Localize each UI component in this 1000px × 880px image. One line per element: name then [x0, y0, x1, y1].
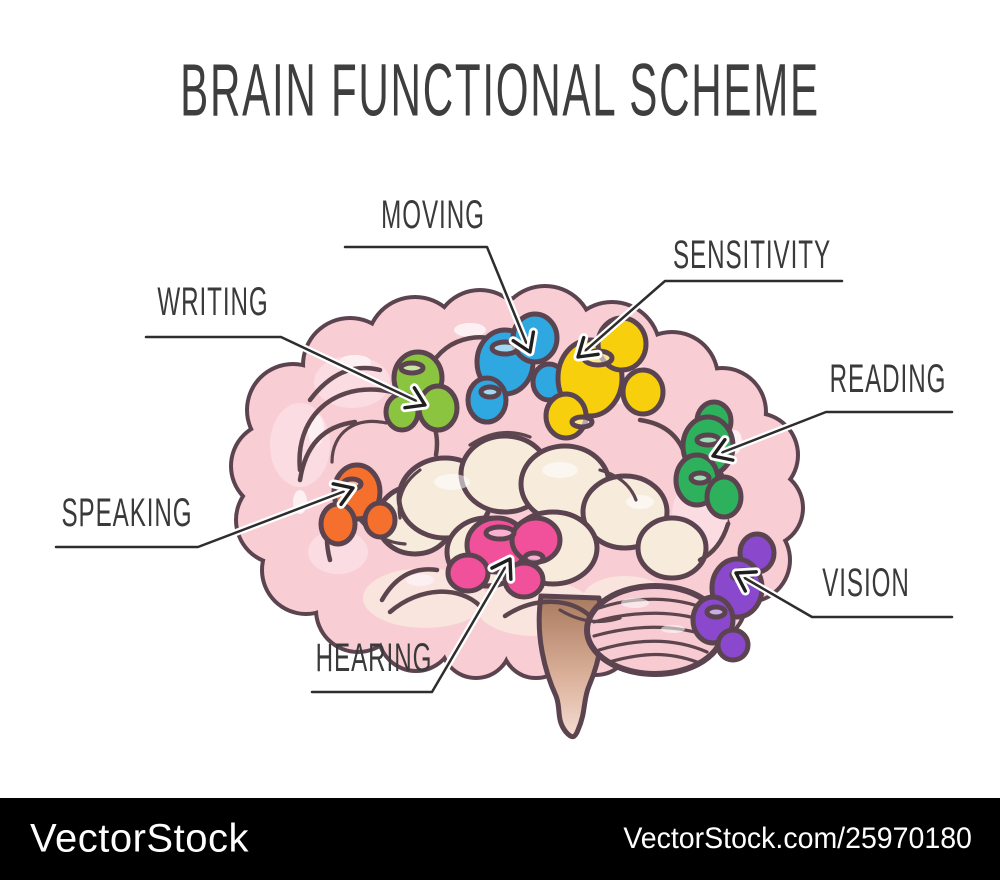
arrow-hearing [310, 554, 516, 696]
label-vision: VISION [822, 558, 910, 606]
label-speaking: SPEAKING [61, 488, 193, 536]
region-reading [673, 399, 744, 520]
arrow-speaking [54, 479, 358, 551]
region-hearing [445, 515, 563, 600]
watermark-bar: VectorStock VectorStock.com/25970180 [0, 798, 1000, 880]
arrow-vision [731, 567, 954, 621]
region-sensitivity [543, 315, 666, 441]
region-writing [383, 349, 460, 433]
brain-illustration [54, 243, 954, 740]
label-writing: WRITING [157, 277, 269, 325]
arrow-sensitivity [573, 277, 844, 362]
label-reading: READING [829, 354, 947, 402]
label-hearing: HEARING [315, 633, 433, 681]
brand-logo-text: VectorStock [30, 816, 249, 861]
arrow-writing [144, 333, 430, 413]
arrow-moving [343, 243, 538, 357]
label-sensitivity: SENSITIVITY [672, 230, 832, 278]
arrow-reading [708, 408, 954, 465]
diagram-title: BRAIN FUNCTIONAL SCHEME [180, 49, 820, 133]
image-credit-url: VectorStock.com/25970180 [623, 822, 972, 855]
label-moving: MOVING [381, 190, 485, 238]
